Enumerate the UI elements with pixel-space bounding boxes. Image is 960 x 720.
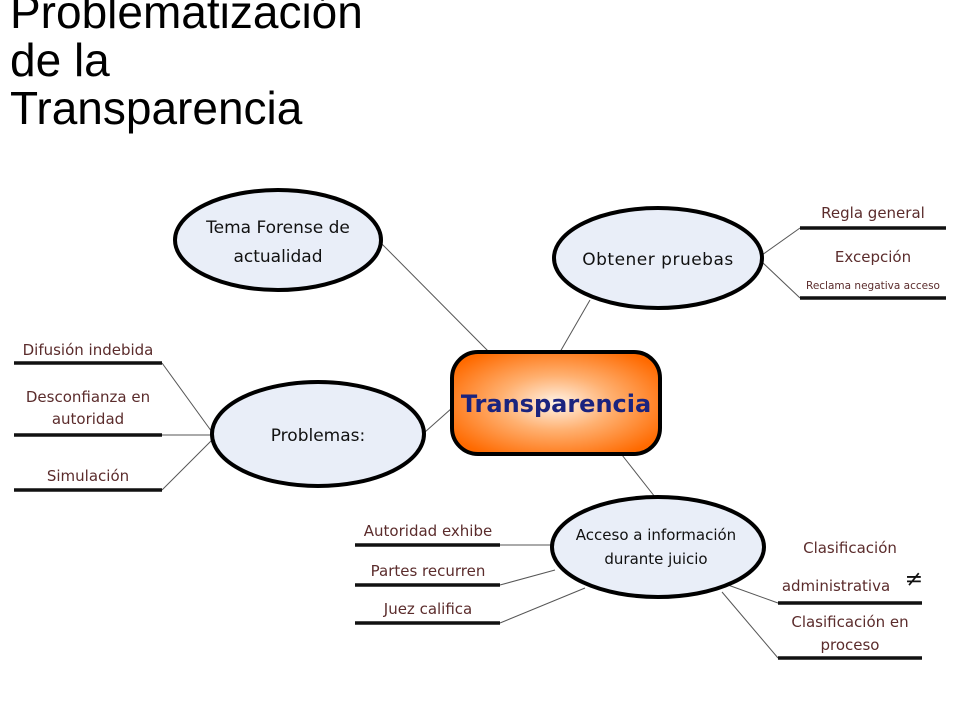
leaf-desconfianza-1: Desconfianza en: [26, 388, 150, 406]
title-line-1: Problematización: [10, 0, 363, 38]
acceso-line-1: Acceso a información: [576, 526, 736, 544]
problemas-label: Problemas:: [271, 426, 366, 446]
node-acceso[interactable]: [550, 495, 766, 599]
connector-obtener-center: [559, 299, 591, 353]
leaf-bars: [14, 226, 946, 660]
leaf-regla-general: Regla general: [821, 204, 925, 222]
acceso-line-2: durante juicio: [604, 550, 707, 568]
leaf-partes-recurren: Partes recurren: [371, 562, 486, 580]
connector-problemas-center: [424, 407, 453, 433]
leaf-juez-califica: Juez califica: [383, 600, 472, 618]
connector-acceso-center: [621, 454, 656, 498]
leaf-clasif-proceso-2: proceso: [820, 636, 879, 654]
connector-acceso-juez: [499, 587, 586, 624]
leaf-clasif-admin-1: Clasificación: [803, 539, 897, 557]
connectors: [161, 227, 801, 659]
tema-forense-line-1: Tema Forense de: [205, 218, 350, 238]
leaf-reclama: Reclama negativa acceso: [806, 280, 940, 292]
connector-acceso-clasif-proceso: [721, 591, 779, 659]
connector-tema-center: [377, 239, 493, 356]
connector-acceso-partes: [499, 569, 556, 586]
title-line-2: de la: [10, 34, 110, 86]
node-tema-forense[interactable]: [173, 188, 383, 292]
title-line-3: Transparencia: [10, 82, 303, 134]
leaf-clasif-admin-2: administrativa: [782, 577, 890, 595]
center-label: Transparencia: [461, 390, 651, 418]
slide-title: Problematización de la Transparencia: [10, 0, 430, 132]
leaf-clasif-proceso-1: Clasificación en: [791, 613, 908, 631]
tema-forense-line-2: actualidad: [233, 247, 322, 267]
connector-problemas-simulacion: [161, 439, 213, 491]
connector-obtener-excepcion: [761, 261, 801, 299]
connector-problemas-difusion: [161, 362, 213, 433]
leaf-desconfianza-2: autoridad: [52, 410, 124, 428]
obtener-pruebas-label: Obtener pruebas: [582, 250, 734, 270]
center-node[interactable]: [450, 350, 662, 456]
leaf-excepcion: Excepción: [835, 248, 911, 266]
leaf-difusion: Difusión indebida: [23, 341, 154, 359]
not-equal-symbol: ≠: [905, 567, 923, 592]
node-obtener-pruebas[interactable]: [552, 206, 764, 310]
leaf-autoridad-exhibe: Autoridad exhibe: [364, 522, 492, 540]
node-problemas[interactable]: [210, 380, 426, 488]
connector-obtener-regla: [761, 227, 801, 256]
connector-acceso-clasif-admin: [727, 584, 779, 604]
leaf-simulacion: Simulación: [47, 467, 129, 485]
